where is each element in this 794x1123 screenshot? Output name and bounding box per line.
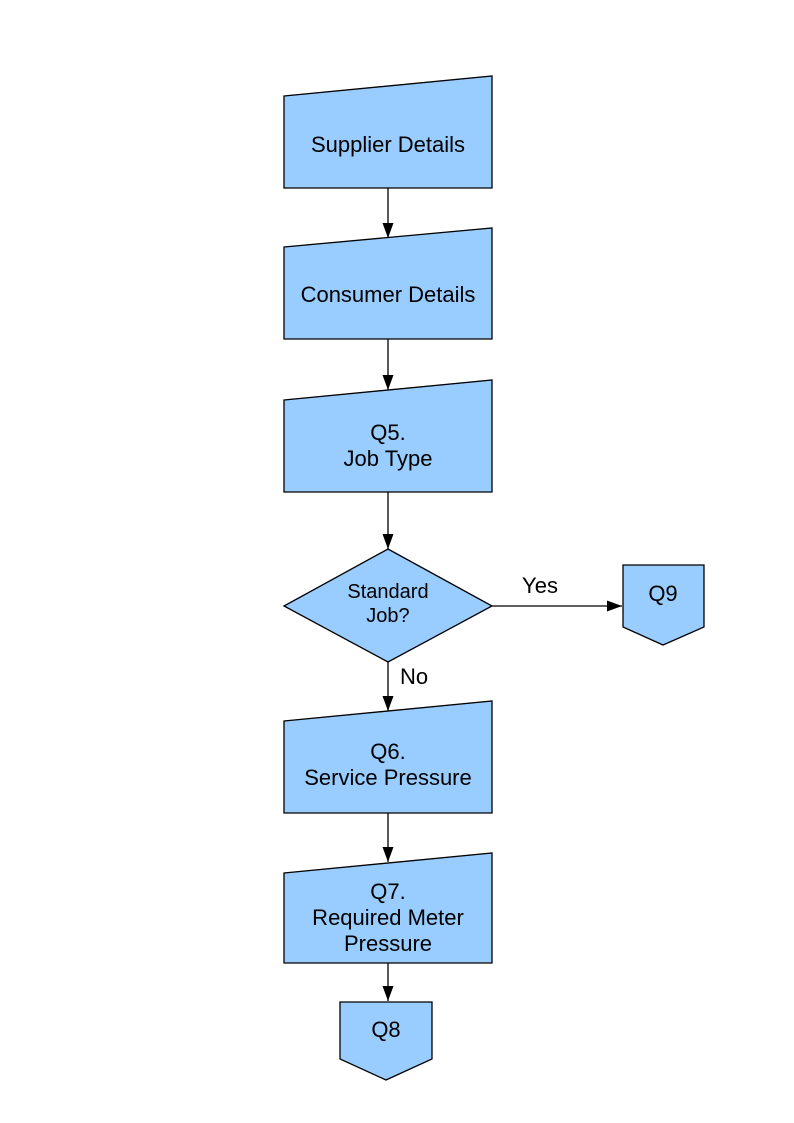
node-q7-required-meter-pressure-label: Q7. Required Meter Pressure bbox=[312, 879, 464, 956]
node-q8-connector-label: Q8 bbox=[371, 1017, 401, 1042]
node-q8-connector-shape bbox=[339, 1001, 433, 1081]
node-supplier-details-shape bbox=[283, 75, 493, 189]
node-q6-service-pressure-label: Q6. Service Pressure bbox=[304, 739, 472, 790]
node-consumer-details-label: Consumer Details bbox=[300, 282, 476, 307]
node-q7-required-meter-pressure-shape bbox=[283, 852, 493, 964]
node-q9-connector-shape bbox=[622, 564, 705, 646]
node-consumer-details-shape bbox=[283, 227, 493, 340]
node-standard-job-decision-shape bbox=[282, 548, 494, 663]
node-q5-job-type-label: Q5. Job Type bbox=[343, 420, 433, 471]
node-supplier-details-label: Supplier Details bbox=[310, 132, 466, 157]
edge-label-yes: Yes bbox=[522, 573, 558, 598]
node-q9-connector-label: Q9 bbox=[648, 581, 678, 606]
node-q5-job-type-shape bbox=[283, 379, 493, 493]
node-standard-job-decision-label: Standard Job? bbox=[347, 581, 429, 627]
node-q6-service-pressure-shape bbox=[283, 700, 493, 814]
edge-label-no: No bbox=[399, 664, 429, 689]
